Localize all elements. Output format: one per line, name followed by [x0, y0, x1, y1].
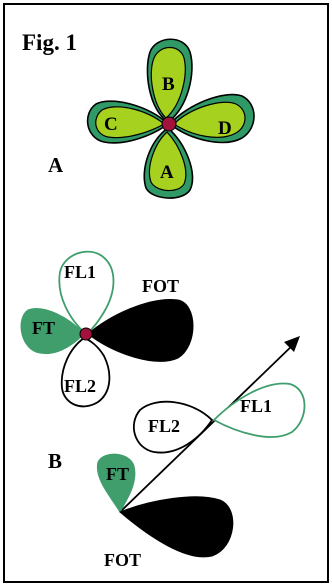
lower-fl2-outline: [132, 400, 214, 454]
upper-ft-petal: [20, 308, 85, 354]
axis-arrowhead: [284, 336, 300, 352]
upper-fot-label: FOT: [142, 276, 179, 296]
lower-ft-label: FT: [106, 464, 129, 484]
lower-fl1-outline: [212, 382, 306, 438]
panel-b-lower-group: FL1 FL2 FT FOT: [96, 336, 306, 570]
lower-fot-petal: [119, 496, 234, 558]
upper-fl2-label: FL2: [64, 376, 96, 396]
upper-ft-label: FT: [32, 318, 55, 338]
upper-fot-petal: [87, 298, 194, 362]
panel-b-upper-group: FL1 FL2 FT FOT: [20, 250, 194, 408]
lower-fot-label: FOT: [104, 550, 141, 570]
petal-bottom: [143, 126, 194, 199]
lower-fl2-label: FL2: [148, 416, 180, 436]
petal-label-top: B: [162, 74, 175, 95]
panel-b-label: B: [48, 449, 62, 473]
upper-fl1-label: FL1: [64, 262, 96, 282]
petal-right: [168, 93, 255, 144]
lower-ft-petal: [96, 453, 136, 513]
petal-label-bottom: A: [160, 162, 174, 183]
lower-fl1-label: FL1: [240, 396, 272, 416]
figure-title: Fig. 1: [22, 30, 77, 55]
upper-fl1-outline: [58, 250, 115, 336]
petal-top: [146, 38, 193, 123]
upper-fl2-outline: [60, 337, 111, 408]
panel-a-label: A: [48, 153, 64, 177]
flower-center-dot: [161, 116, 177, 132]
panel-a-flower: B C D A: [86, 38, 255, 199]
petal-left: [86, 100, 170, 144]
petal-label-left: C: [104, 114, 118, 135]
petal-label-right: D: [218, 118, 232, 139]
upper-center-dot: [79, 327, 93, 341]
